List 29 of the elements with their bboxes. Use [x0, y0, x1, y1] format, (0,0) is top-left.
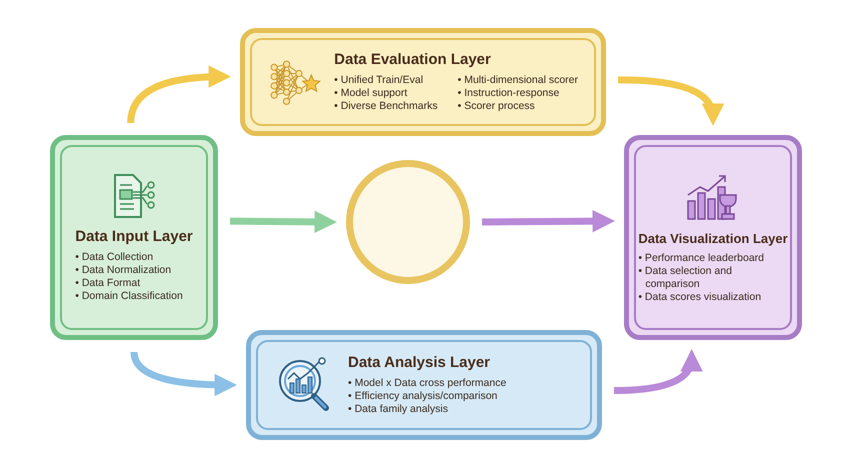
layer-card — [246, 330, 602, 440]
bullet-item: • Multi-dimensional scorer — [458, 74, 578, 87]
bullet-item: • Data scores visualization — [638, 290, 762, 304]
arrow — [614, 349, 702, 394]
arrow — [127, 66, 231, 124]
layer-card — [50, 135, 218, 340]
bullet-item: • Data Collection — [75, 250, 154, 264]
bullet-item: • Data selection and comparison — [638, 264, 733, 291]
bullet-item: • Unified Train/Eval — [334, 74, 424, 87]
layer-title: Data Input Layer — [75, 228, 193, 247]
bullet-item: • Diverse Benchmarks — [334, 100, 438, 113]
bullet-item: • Data family analysis — [348, 402, 449, 416]
bullet-item: • Domain Classification — [75, 290, 183, 303]
bullet-item: • Scorer process — [458, 100, 536, 113]
bullet-item: • Instruction-response — [458, 86, 560, 100]
arrow — [230, 210, 337, 234]
arrow — [482, 210, 615, 232]
bullet-item: • Model x Data cross performance — [348, 376, 506, 390]
layer-title: Data Evaluation Layer — [334, 51, 492, 70]
bullet-item: • Model support — [334, 86, 408, 100]
bullet-item: • Data Format — [75, 276, 142, 290]
bullet-item: • Performance leaderboard — [638, 252, 766, 265]
bullet-item: • Data Normalization — [75, 264, 172, 277]
arrow — [618, 76, 723, 126]
layer-title: Data Analysis Layer — [348, 354, 492, 373]
layer-title: Data Visualization Layer — [638, 231, 788, 248]
layer-card — [624, 135, 802, 340]
bullet-item: • Efficiency analysis/comparison — [348, 390, 498, 403]
layer-card — [240, 28, 606, 136]
